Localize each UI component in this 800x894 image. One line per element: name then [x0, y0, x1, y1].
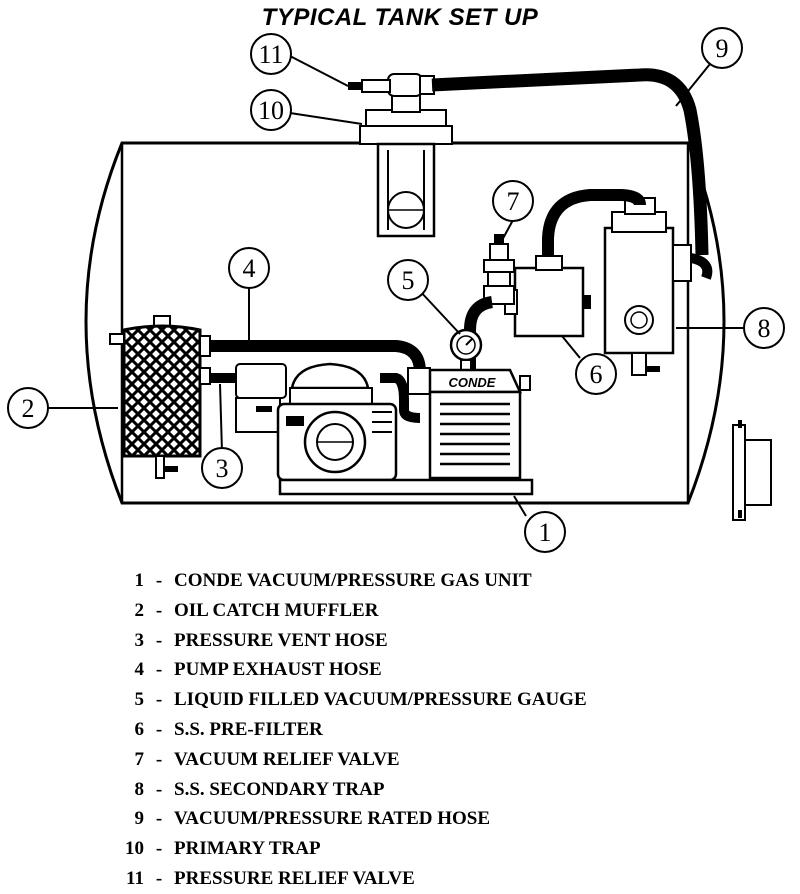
legend-number: 7 — [134, 748, 145, 770]
callout-7: 7 — [492, 180, 534, 222]
callout-10: 10 — [250, 89, 292, 131]
engine — [235, 362, 398, 482]
side-outlet-flange — [732, 420, 772, 521]
tank-setup-diagram: CONDE 1 2 3 4 — [7, 27, 785, 553]
legend-number: 8 — [134, 778, 145, 800]
legend-number: 1 — [134, 570, 145, 591]
legend-separator: - — [155, 599, 163, 621]
legend-separator: - — [155, 718, 163, 740]
legend-item: 5-LIQUID FILLED VACUUM/PRESSURE GAUGE — [120, 685, 760, 715]
legend-item: 6-S.S. PRE-FILTER — [120, 715, 760, 745]
trap-connector-hose — [542, 189, 646, 262]
legend-number: 10 — [125, 838, 144, 860]
legend-label: PRESSURE RELIEF VALVE — [174, 867, 415, 889]
callout-3: 3 — [201, 447, 243, 489]
legend-separator: - — [155, 867, 163, 889]
legend-separator: - — [155, 808, 163, 830]
legend-label: PUMP EXHAUST HOSE — [174, 659, 382, 681]
legend-label: CONDE VACUUM/PRESSURE GAS UNIT — [174, 570, 532, 591]
legend-item: 3-PRESSURE VENT HOSE — [120, 626, 760, 656]
pre-filter — [504, 255, 591, 338]
legend-separator: - — [155, 838, 163, 860]
callout-9: 9 — [701, 27, 743, 69]
base-plate — [278, 478, 534, 496]
callout-5: 5 — [387, 259, 429, 301]
legend-number: 6 — [134, 718, 145, 740]
legend-label: VACUUM RELIEF VALVE — [174, 748, 400, 770]
legend-item: 8-S.S. SECONDARY TRAP — [120, 775, 760, 805]
legend-item: 11-PRESSURE RELIEF VALVE — [120, 864, 760, 894]
oil-catch-muffler — [109, 315, 211, 479]
conde-brand-label: CONDE — [449, 375, 496, 390]
legend-number: 2 — [134, 599, 145, 621]
legend-separator: - — [155, 629, 163, 651]
callout-4-label: 4 — [243, 254, 256, 283]
callout-6-label: 6 — [590, 360, 603, 389]
callout-4: 4 — [228, 247, 270, 289]
callout-5-label: 5 — [402, 266, 415, 295]
callout-8-label: 8 — [758, 314, 771, 343]
legend-number: 4 — [134, 659, 145, 681]
legend-label: LIQUID FILLED VACUUM/PRESSURE GAUGE — [174, 689, 587, 711]
legend-item: 10-PRIMARY TRAP — [120, 834, 760, 864]
callout-1: 1 — [524, 511, 566, 553]
callout-3-label: 3 — [216, 454, 229, 483]
vent-hose-to-pump — [380, 373, 421, 423]
callout-8: 8 — [743, 307, 785, 349]
legend-label: OIL CATCH MUFFLER — [174, 599, 379, 621]
callout-11: 11 — [250, 33, 292, 75]
legend-label: VACUUM/PRESSURE RATED HOSE — [174, 808, 491, 830]
legend-item: 2-OIL CATCH MUFFLER — [120, 596, 760, 626]
legend-separator: - — [155, 570, 163, 591]
pressure-rated-hose — [431, 68, 709, 256]
legend-number: 5 — [134, 689, 145, 711]
legend-item: 9-VACUUM/PRESSURE RATED HOSE — [120, 804, 760, 834]
callout-9-label: 9 — [716, 34, 729, 63]
legend-label: PRESSURE VENT HOSE — [174, 629, 388, 651]
legend-label: PRIMARY TRAP — [174, 838, 321, 860]
legend-separator: - — [155, 689, 163, 711]
callout-1-label: 1 — [539, 518, 552, 547]
diagram-title: TYPICAL TANK SET UP — [261, 4, 539, 31]
callout-7-label: 7 — [507, 187, 520, 216]
legend-number: 11 — [126, 867, 144, 889]
vacuum-pressure-gauge — [449, 328, 483, 373]
callout-6: 6 — [575, 353, 617, 395]
callout-2-label: 2 — [22, 394, 35, 423]
legend-item: 4-PUMP EXHAUST HOSE — [120, 655, 760, 685]
legend-separator: - — [155, 659, 163, 681]
leader-lines — [46, 55, 744, 517]
callout-10-label: 10 — [258, 96, 284, 125]
legend-separator: - — [155, 748, 163, 770]
legend-label: S.S. PRE-FILTER — [174, 718, 323, 740]
legend-label: S.S. SECONDARY TRAP — [174, 778, 385, 800]
conde-pump: CONDE — [407, 367, 531, 480]
callout-2: 2 — [7, 387, 49, 429]
legend-number: 9 — [134, 808, 145, 830]
callout-11-label: 11 — [258, 40, 283, 69]
legend-separator: - — [155, 778, 163, 800]
legend-number: 3 — [134, 629, 145, 651]
parts-legend: 1-CONDE VACUUM/PRESSURE GAS UNIT 2-OIL C… — [120, 566, 760, 894]
legend-item: 1-CONDE VACUUM/PRESSURE GAS UNIT — [120, 566, 760, 596]
pressure-relief-valve — [348, 73, 435, 97]
legend-item: 7-VACUUM RELIEF VALVE — [120, 745, 760, 775]
